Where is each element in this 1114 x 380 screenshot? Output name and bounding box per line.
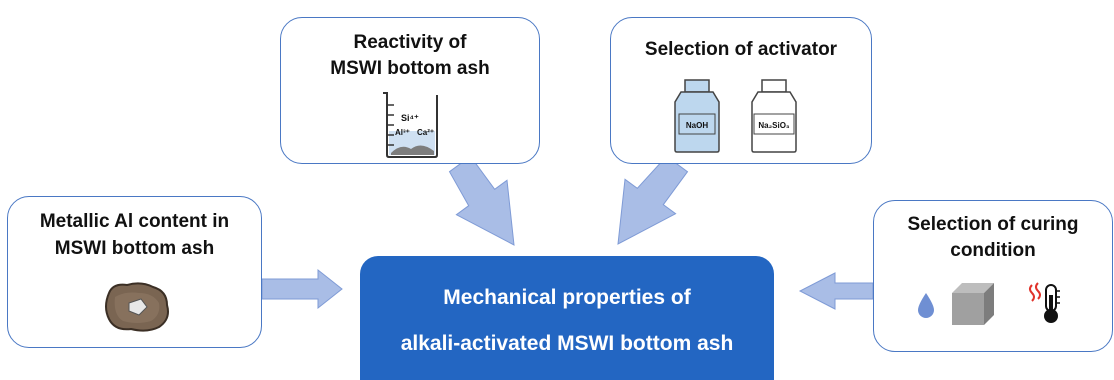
bottle-icon: NaOH [674, 79, 720, 153]
thermometer-icon [1029, 282, 1060, 323]
curing-title-line2: condition [950, 240, 1036, 261]
arrow-curing-to-center [798, 272, 874, 310]
ion-si: Si⁴⁺ [401, 113, 419, 123]
metallic-box: Metallic Al content in MSWI bottom ash [7, 196, 262, 348]
beaker-icon: Si⁴⁺ Al³⁺ Ca²⁺ [383, 92, 438, 158]
activator-box: Selection of activator NaOH Na₂SiO₃ [610, 17, 872, 164]
rock-icon [105, 282, 169, 332]
curing-title-line1: Selection of curing [907, 214, 1079, 235]
arrow-reactivity-to-center [448, 155, 515, 246]
center-title-line2: alkali-activated MSWI bottom ash [400, 332, 734, 355]
water-drop-icon [918, 293, 934, 318]
bottle-icon: Na₂SiO₃ [751, 79, 797, 153]
center-title-line1: Mechanical properties of [443, 286, 691, 309]
ion-ca: Ca²⁺ [417, 128, 434, 137]
bottle-naoh-label: NaOH [686, 121, 708, 130]
activator-title: Selection of activator [644, 39, 838, 60]
cube-icon [952, 283, 994, 325]
reactivity-title-line1: Reactivity of [353, 32, 467, 53]
arrow-activator-to-center [617, 155, 689, 245]
center-box: Mechanical properties of alkali-activate… [360, 256, 774, 380]
metallic-title-line2: MSWI bottom ash [54, 238, 215, 259]
curing-box: Selection of curing condition [873, 200, 1113, 352]
reactivity-title-line2: MSWI bottom ash [330, 58, 490, 79]
reactivity-box: Reactivity of MSWI bottom ash Si⁴⁺ Al³⁺ … [280, 17, 540, 164]
arrow-metallic-to-center [261, 268, 343, 310]
ion-al: Al³⁺ [395, 128, 410, 137]
bottle-na2sio3-label: Na₂SiO₃ [758, 121, 790, 130]
metallic-title-line1: Metallic Al content in [39, 211, 230, 232]
